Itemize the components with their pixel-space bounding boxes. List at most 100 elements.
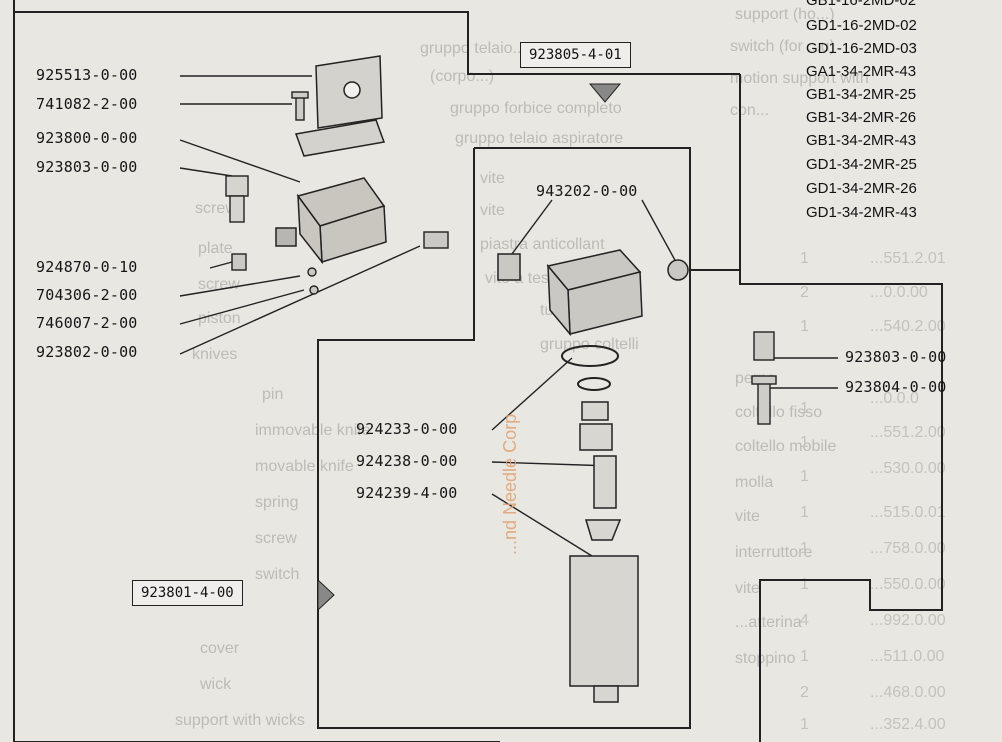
right-fittings [751, 331, 777, 425]
bracket-part [294, 55, 386, 157]
part-label: 924239-4-00 [356, 484, 458, 502]
part-label: 704306-2-00 [36, 286, 138, 304]
frame-notch [14, 11, 740, 75]
ghost-text: spring [255, 494, 299, 511]
ghost-partno: ...515.0.01 [870, 504, 946, 521]
ghost-text: gruppo telaio aspiratore [455, 130, 624, 147]
assembly-label-bottom: 923801-4-00 [132, 580, 243, 606]
ghost-partno: ...530.0.00 [870, 460, 946, 477]
elbow-fitting-part [225, 175, 249, 223]
model-code: GD1-16-2MD-02 [806, 17, 917, 34]
ghost-partno: ...511.0.00 [870, 648, 945, 665]
model-code: GA1-34-2MR-43 [806, 63, 917, 80]
ghost-partno: ...551.2.01 [870, 250, 946, 267]
ghost-text: pin [262, 386, 284, 403]
part-label: 923802-0-00 [36, 343, 138, 361]
ghost-partno: ...758.0.00 [870, 540, 946, 557]
part-label: 741082-2-00 [36, 95, 138, 113]
ghost-text: switch [255, 566, 300, 583]
part-label: 923800-0-00 [36, 129, 138, 147]
ghost-text: vite [735, 508, 760, 525]
ghost-qty: 1 [800, 540, 809, 557]
ghost-text: knives [192, 346, 238, 363]
ghost-text: coltello mobile [735, 438, 837, 455]
ghost-qty: 1 [800, 468, 809, 485]
ghost-qty: 1 [800, 250, 809, 267]
ghost-text: screw [255, 530, 297, 547]
ghost-partno: ...992.0.00 [870, 612, 946, 629]
model-code: GB1-34-2MR-26 [806, 109, 917, 126]
ghost-qty: 1 [800, 400, 809, 417]
ghost-partno: ...0.0.00 [870, 284, 928, 301]
leader-lines-left [179, 75, 838, 557]
o-ring-parts [561, 345, 619, 391]
assembly-label-top: 923805-4-01 [520, 42, 631, 68]
ghost-partno: ...0.0.0 [870, 390, 919, 407]
model-code: GD1-34-2MR-25 [806, 156, 917, 173]
ghost-text: coltello fisso [735, 404, 823, 421]
ghost-text: vite [735, 580, 760, 597]
ghost-text: vite [480, 202, 505, 219]
part-label: 924233-0-00 [356, 420, 458, 438]
ghost-text: support with wicks [175, 712, 305, 729]
frame-right [739, 74, 943, 742]
ghost-text: stoppino [735, 650, 796, 667]
arrow-down-marker [588, 83, 622, 103]
ghost-text: plate [198, 240, 233, 257]
small-fittings [231, 231, 449, 295]
ghost-text: gruppo telaio... [420, 40, 526, 57]
ghost-text: movable knife [255, 458, 354, 475]
ghost-qty: 1 [800, 318, 809, 335]
ghost-text: screw [195, 200, 237, 217]
part-label: 925513-0-00 [36, 66, 138, 84]
ghost-text: screw [198, 276, 240, 293]
ghost-qty: 1 [800, 434, 809, 451]
part-label: 923803-0-00 [845, 348, 947, 366]
arrow-right-marker [317, 578, 335, 612]
cylinder-parts [569, 401, 639, 703]
part-label: 923803-0-00 [36, 158, 138, 176]
ghost-text: piastra anticollant [480, 236, 605, 253]
part-label: 923804-0-00 [845, 378, 947, 396]
ghost-text: support (ho...) [735, 6, 835, 23]
ghost-partno: ...550.0.00 [870, 576, 946, 593]
ghost-partno: ...468.0.00 [870, 684, 946, 701]
model-code: GD1-34-2MR-43 [806, 204, 917, 221]
ghost-text: cover [200, 640, 240, 657]
ghost-text: ...atterina [735, 614, 802, 631]
ghost-qty: 4 [800, 612, 809, 629]
watermark-text: ...nd Needle Corp [500, 413, 520, 555]
part-label: 924238-0-00 [356, 452, 458, 470]
ghost-qty: 1 [800, 504, 809, 521]
screw-part [291, 91, 309, 121]
ghost-partno: ...540.2.00 [870, 318, 946, 335]
model-code: GB1-16-2MD-02 [806, 0, 917, 9]
ghost-text: molla [735, 474, 774, 491]
model-code: GB1-34-2MR-43 [806, 132, 917, 149]
part-label: 943202-0-00 [536, 182, 638, 200]
ghost-text: switch (for ...u) [730, 38, 835, 55]
ghost-text: interruttore [735, 544, 813, 561]
ghost-text: gruppo coltelli [540, 336, 639, 353]
ghost-partno: ...352.4.00 [870, 716, 946, 733]
part-label: 924870-0-10 [36, 258, 138, 276]
outer-frame [13, 0, 500, 742]
model-code: GB1-34-2MR-25 [806, 86, 917, 103]
ghost-text: (corpo...) [430, 68, 495, 85]
model-code: GD1-34-2MR-26 [806, 180, 917, 197]
valve-body-part [275, 177, 387, 265]
ghost-qty: 1 [800, 716, 809, 733]
center-valve-part [497, 249, 689, 337]
ghost-text: immovable knife [255, 422, 371, 439]
ghost-text: motion support with [730, 70, 869, 87]
ghost-partno: ...551.2.00 [870, 424, 946, 441]
ghost-qty: 1 [800, 648, 809, 665]
ghost-qty: 2 [800, 284, 809, 301]
ghost-text: vite [480, 170, 505, 187]
ghost-text: piston [198, 310, 241, 327]
model-code: GD1-16-2MD-03 [806, 40, 917, 57]
ghost-text: wick [200, 676, 232, 693]
inner-frame-right [689, 148, 740, 271]
ghost-qty: 1 [800, 576, 809, 593]
